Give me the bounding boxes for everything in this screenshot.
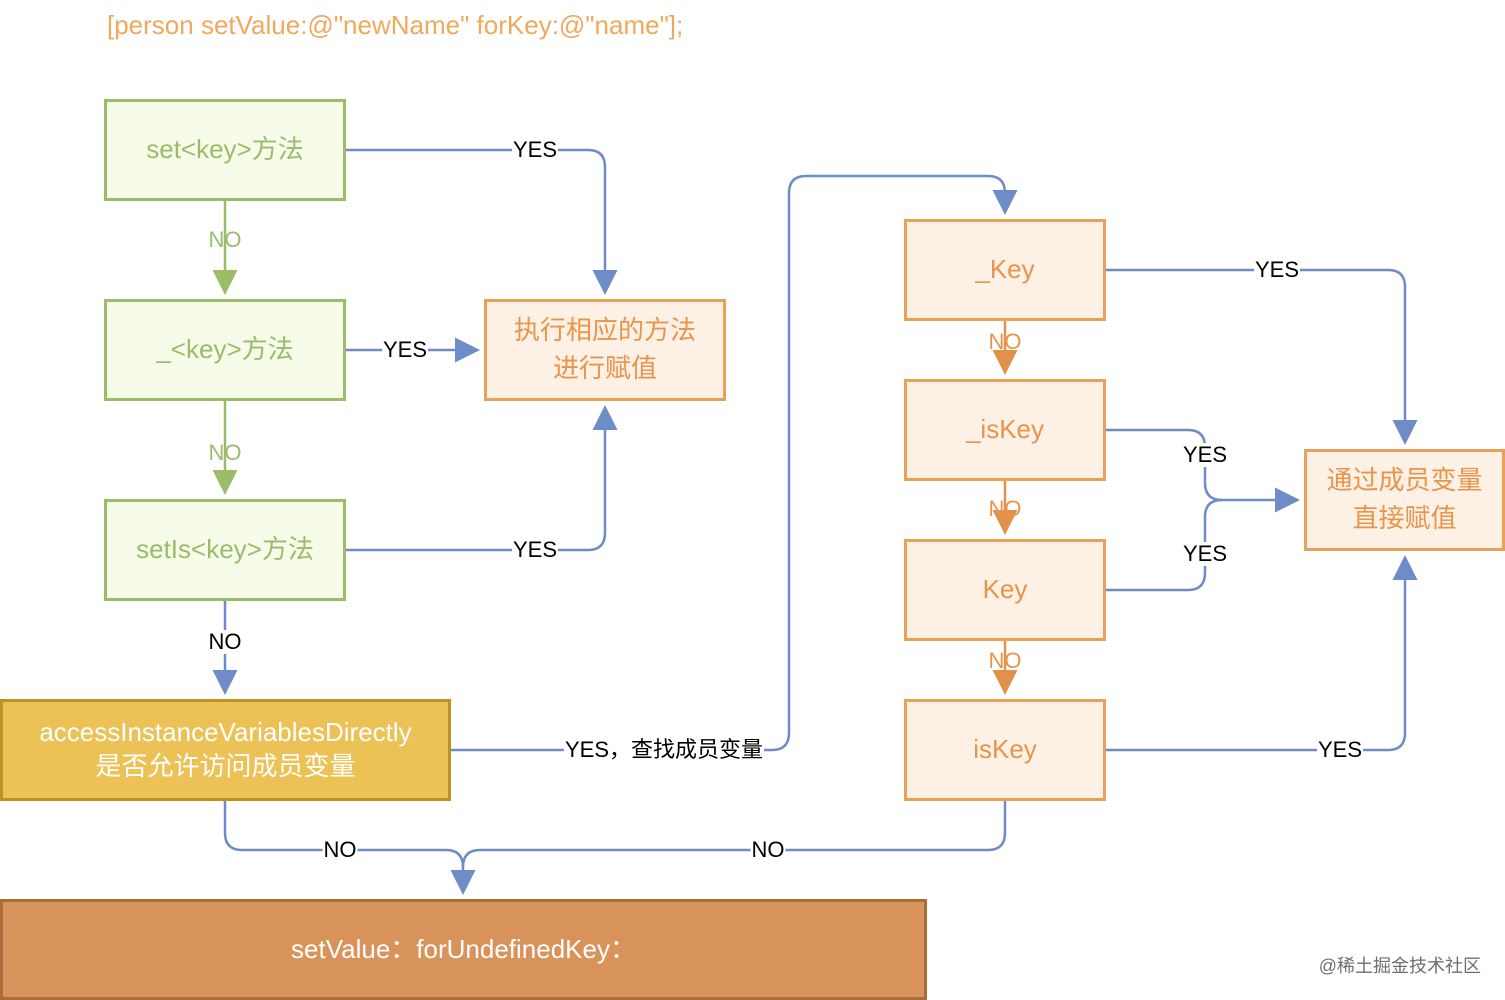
node-key-label: Key xyxy=(982,574,1028,605)
node-underscore-key: _Key xyxy=(904,219,1106,321)
node-underscore-is-key-label: _isKey xyxy=(965,414,1045,445)
node-access-line2: 是否允许访问成员变量 xyxy=(95,751,356,781)
node-execute-method: 执行相应的方法 进行赋值 xyxy=(484,299,726,401)
node-is-key-label: isKey xyxy=(973,734,1037,765)
edge-underscore-key-node-yes xyxy=(1105,268,1418,445)
node-key: Key xyxy=(904,539,1106,641)
label-underscore-key-node-yes: YES xyxy=(1253,257,1301,282)
code-line: [person setValue:@"newName" forKey:@"nam… xyxy=(107,10,684,40)
label-underscore-is-key-no: NO xyxy=(988,496,1022,521)
label-access-no: NO xyxy=(322,837,358,862)
label-key-no: NO xyxy=(988,648,1022,673)
edge-set-key-yes xyxy=(345,148,618,295)
label-set-is-key-no: NO xyxy=(207,629,243,654)
node-set-is-key-method: setIs<key>方法 xyxy=(104,499,346,601)
watermark: @稀土掘金技术社区 xyxy=(1318,956,1481,976)
node-is-key: isKey xyxy=(904,699,1106,801)
node-access-line1: accessInstanceVariablesDirectly xyxy=(39,717,412,748)
label-underscore-is-key-yes: YES xyxy=(1181,442,1229,467)
edge-key-yes xyxy=(1105,498,1223,592)
node-undefined-key-label: setValue：forUndefinedKey： xyxy=(291,933,636,964)
label-key-yes: YES xyxy=(1181,541,1229,566)
node-access-instance-variables: accessInstanceVariablesDirectly 是否允许访问成员… xyxy=(0,699,451,801)
node-underscore-key-method: _<key>方法 xyxy=(104,299,346,401)
label-access-yes: YES，查找成员变量 xyxy=(563,737,765,762)
label-underscore-key-no: NO xyxy=(208,440,242,465)
label-set-is-key-yes: YES xyxy=(511,537,559,562)
node-set-key-method-label: set<key>方法 xyxy=(146,134,304,165)
node-execute-method-line1: 执行相应的方法 xyxy=(513,315,696,346)
node-underscore-is-key: _isKey xyxy=(904,379,1106,481)
node-assign-member: 通过成员变量 直接赋值 xyxy=(1304,449,1505,551)
label-is-key-yes: YES xyxy=(1316,737,1364,762)
node-underscore-key-label: _Key xyxy=(975,254,1035,285)
edge-is-key-no xyxy=(461,800,1007,868)
node-set-value-for-undefined-key: setValue：forUndefinedKey： xyxy=(0,899,927,1000)
label-set-key-yes: YES xyxy=(511,137,559,162)
node-execute-method-line2: 进行赋值 xyxy=(552,353,657,383)
label-set-key-no: NO xyxy=(208,227,242,252)
label-underscore-key-node-no: NO xyxy=(988,329,1022,354)
node-assign-member-line2: 直接赋值 xyxy=(1352,503,1457,533)
edge-set-is-key-yes xyxy=(345,405,618,552)
node-underscore-key-method-label: _<key>方法 xyxy=(156,334,294,365)
node-assign-member-line1: 通过成员变量 xyxy=(1326,465,1483,496)
edge-is-key-yes xyxy=(1105,555,1418,752)
node-set-is-key-method-label: setIs<key>方法 xyxy=(136,534,314,565)
node-set-key-method: set<key>方法 xyxy=(104,99,346,201)
label-is-key-no: NO xyxy=(750,837,786,862)
label-underscore-key-yes: YES xyxy=(381,337,429,362)
edge-access-yes xyxy=(450,174,1018,752)
